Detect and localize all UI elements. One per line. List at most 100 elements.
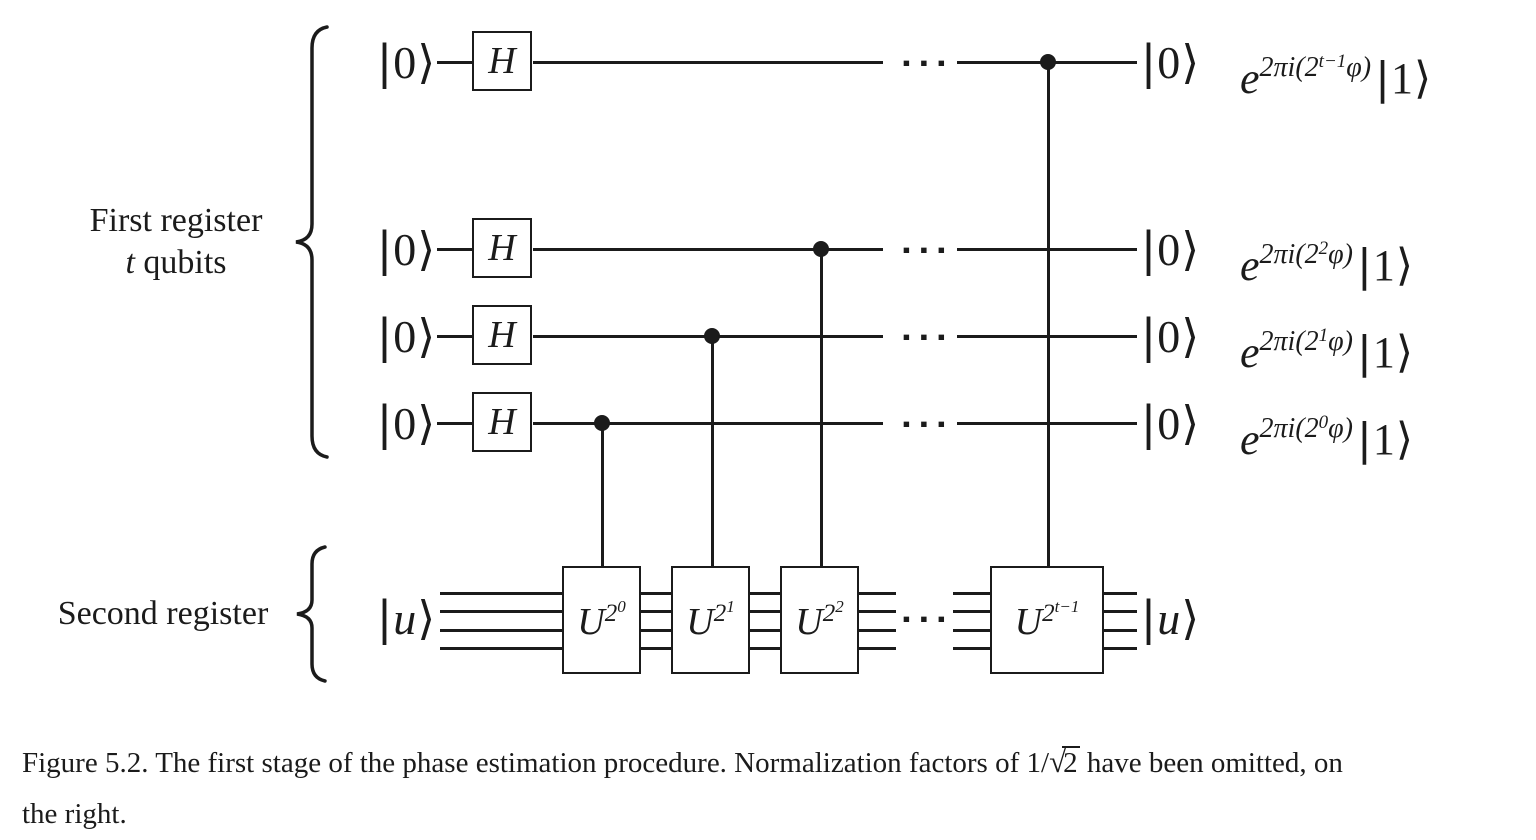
bundle-wire xyxy=(1103,610,1137,613)
u-gate-base: U xyxy=(577,600,605,643)
bundle-wire xyxy=(640,592,673,595)
ket-angle: ⟩ xyxy=(1395,414,1413,465)
qubit-wire xyxy=(957,422,1137,425)
wire-ellipsis: ⋯ xyxy=(897,36,951,88)
u-gate-2-2: U22 xyxy=(780,566,859,674)
ket-one: |1⟩ xyxy=(1357,327,1413,378)
ket-char: 0 xyxy=(393,223,417,275)
u-gate-supsup: 1 xyxy=(726,596,735,616)
ket-zero-output: |0⟩ xyxy=(1141,32,1199,92)
exp-e: e xyxy=(1240,54,1260,103)
exp-sup: 2πi(2 xyxy=(1259,239,1319,270)
bundle-wire xyxy=(440,647,564,650)
ket-char: 0 xyxy=(393,397,417,449)
ket-angle: ⟩ xyxy=(417,35,436,89)
ket-angle: ⟩ xyxy=(1395,327,1413,378)
ket-char: 0 xyxy=(1157,223,1181,275)
ket-zero-input: |0⟩ xyxy=(377,32,435,92)
ket-char: u xyxy=(393,592,417,644)
u-gate-base: U xyxy=(686,600,714,643)
u-gate-supsup: 0 xyxy=(617,596,626,616)
ket-angle: ⟩ xyxy=(417,222,436,276)
bundle-ellipsis: ⋯ xyxy=(897,592,951,644)
ket-char: 0 xyxy=(1157,310,1181,362)
first-register-label-line1: First register xyxy=(89,202,263,239)
u-gate-2-1: U21 xyxy=(671,566,750,674)
qubit-wire xyxy=(533,61,883,64)
ket-char: 0 xyxy=(393,310,417,362)
exp-sup-close: φ) xyxy=(1346,52,1372,83)
control-line xyxy=(601,423,604,568)
bundle-wire xyxy=(440,629,564,632)
bundle-wire xyxy=(640,629,673,632)
ket-bar: | xyxy=(1140,35,1157,89)
control-line xyxy=(820,249,823,568)
hadamard-gate: H xyxy=(472,218,532,278)
ket-bar: | xyxy=(1140,222,1157,276)
ket-zero-input: |0⟩ xyxy=(377,306,435,366)
control-dot xyxy=(594,415,610,431)
exp-e: e xyxy=(1240,328,1260,377)
qubit-wire xyxy=(957,248,1137,251)
ket-bar: | xyxy=(376,396,393,450)
bundle-wire xyxy=(640,610,673,613)
exp-sup: 2πi(2 xyxy=(1259,413,1319,444)
qubits-text: qubits xyxy=(134,244,227,281)
ket-zero-output: |0⟩ xyxy=(1141,219,1199,279)
ket-char: 1 xyxy=(1372,241,1395,290)
u-gate-2-0: U20 xyxy=(562,566,641,674)
radical-sign: √ xyxy=(1049,744,1066,779)
bundle-wire xyxy=(858,592,896,595)
qubit-wire xyxy=(437,422,473,425)
ket-angle: ⟩ xyxy=(1181,35,1200,89)
wire-ellipsis: ⋯ xyxy=(897,397,951,449)
u-gate-base: U xyxy=(1014,600,1043,643)
hadamard-label: H xyxy=(488,227,516,269)
bundle-wire xyxy=(1103,592,1137,595)
control-dot xyxy=(813,241,829,257)
ket-angle: ⟩ xyxy=(1181,222,1200,276)
bundle-wire xyxy=(953,629,992,632)
ket-bar: | xyxy=(1140,591,1157,645)
bundle-wire xyxy=(440,610,564,613)
bundle-wire xyxy=(953,647,992,650)
ket-bar: | xyxy=(376,309,393,363)
exp-supsup: 2 xyxy=(1318,238,1329,259)
ket-one: |1⟩ xyxy=(1357,240,1413,291)
second-register-label: Second register xyxy=(57,595,269,632)
ket-bar: | xyxy=(1140,309,1157,363)
ket-angle: ⟩ xyxy=(1181,396,1200,450)
u-gate-base: U xyxy=(795,600,823,643)
qubit-wire xyxy=(437,335,473,338)
first-register-label: First register t qubits xyxy=(40,200,312,284)
ket-bar: | xyxy=(1140,396,1157,450)
qubit-wire xyxy=(533,422,883,425)
bundle-wire xyxy=(1103,647,1137,650)
hadamard-label: H xyxy=(488,401,516,443)
u-gate-supsup: 2 xyxy=(835,596,844,616)
ket-char: 1 xyxy=(1372,328,1395,377)
bundle-wire xyxy=(953,610,992,613)
ket-bar: | xyxy=(1357,414,1372,465)
ket-angle: ⟩ xyxy=(1395,240,1413,291)
bundle-wire xyxy=(1103,629,1137,632)
ket-char: 0 xyxy=(393,36,417,88)
exp-supsup: t−1 xyxy=(1318,51,1347,72)
u-gate-2-t-1: U2t−1 xyxy=(990,566,1104,674)
qubit-wire xyxy=(533,248,883,251)
caption-fraction: 1/ xyxy=(1026,747,1050,779)
output-state-row4: e2πi(20φ)|1⟩ xyxy=(1240,389,1413,465)
figure-caption-line1: Figure 5.2. The first stage of the phase… xyxy=(22,742,1343,783)
hadamard-label: H xyxy=(488,314,516,356)
ket-u-output: |u⟩ xyxy=(1141,588,1199,648)
bundle-wire xyxy=(640,647,673,650)
u-gate-sup: 2 xyxy=(822,599,836,627)
ket-angle: ⟩ xyxy=(417,309,436,363)
ket-one: |1⟩ xyxy=(1357,414,1413,465)
ket-char: u xyxy=(1157,592,1181,644)
exp-supsup: 1 xyxy=(1318,325,1329,346)
ket-bar: | xyxy=(376,222,393,276)
ket-char: 0 xyxy=(1157,397,1181,449)
ket-zero-input: |0⟩ xyxy=(377,219,435,279)
exp-sup-close: φ) xyxy=(1328,239,1353,270)
